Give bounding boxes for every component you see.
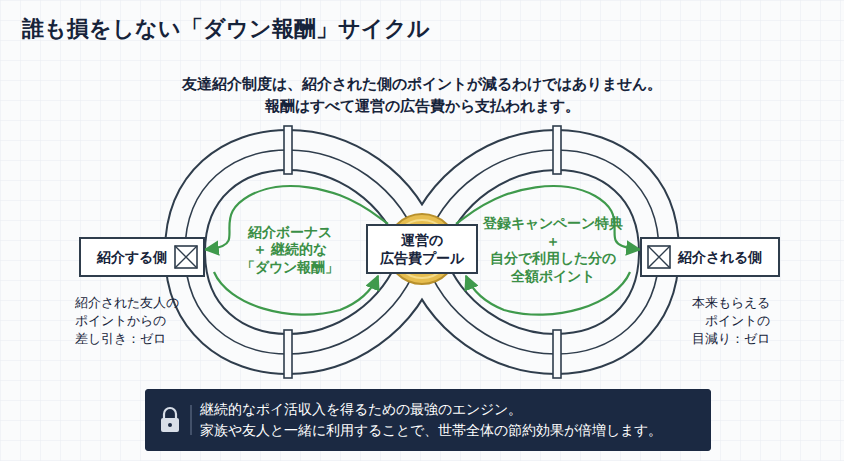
reward-flow-arrow [205, 186, 388, 250]
summary-banner: 継続的なポイ活収入を得るための最強のエンジン。 家族や友人と一緒に利用することで… [145, 389, 711, 451]
track-bed [185, 150, 659, 354]
track-center [185, 150, 659, 354]
track-end-cross [647, 245, 671, 269]
diagram-title: 誰も損をしない「ダウン報酬」サイクル [22, 14, 430, 44]
track-outer [185, 150, 659, 354]
node-text: 紹介する側 [97, 248, 167, 266]
edge-label: 登録キャンペーン特典 ＋ 自分で利用した分の 全額ポイント [483, 215, 623, 285]
cycle-arrow [214, 272, 378, 315]
lock-icon [150, 405, 194, 435]
ad-pool-box: 運営の 広告費プール [366, 224, 478, 274]
subtitle-note: 友達紹介制度は、紹介された側のポイントが減るわけではありません。 報酬はすべて運… [172, 74, 672, 118]
node-text: 紹介される側 [678, 248, 762, 266]
side-note: 紹介された友人の ポイントからの 差し引き：ゼロ [75, 294, 183, 348]
side-note: 本来もらえる ポイントの 目減り：ゼロ [684, 294, 770, 348]
node-text: 継続的なポイ活収入を得るための最強のエンジン。 家族や友人と一緒に利用することで… [200, 399, 690, 441]
referred-box: 紹介される側 [640, 237, 780, 277]
track-end-cross [174, 245, 198, 269]
referrer-box: 紹介する側 [79, 237, 205, 277]
node-text: 運営の 広告費プール [380, 231, 464, 267]
edge-label: 紹介ボーナス ＋ 継続的な 「ダウン報酬」 [241, 224, 339, 277]
